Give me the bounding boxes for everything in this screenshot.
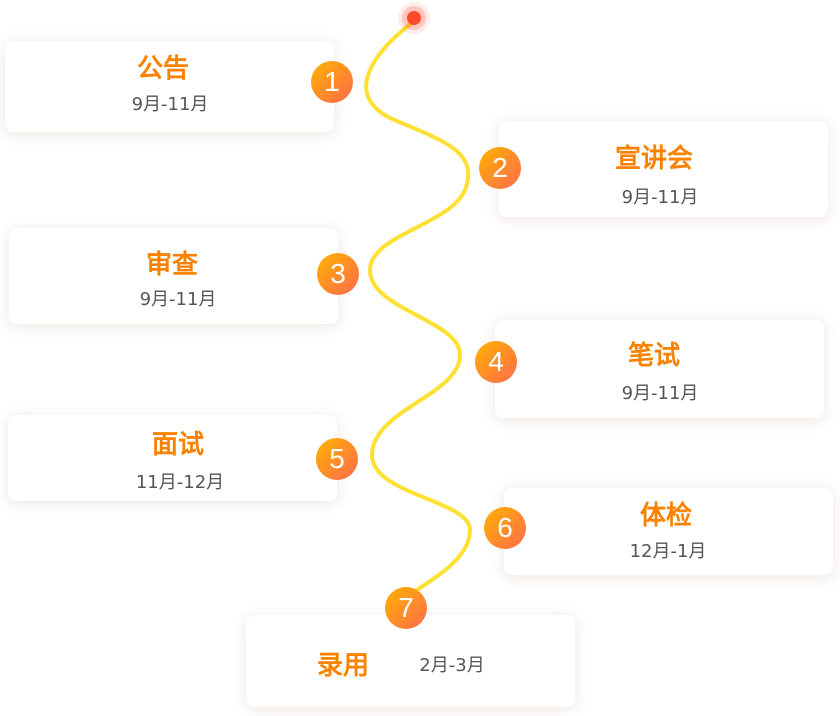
step-title: 笔试 (627, 341, 681, 371)
step-title: 体检 (639, 501, 693, 531)
step-number-badge: 1 (311, 61, 353, 103)
step-card-5 (8, 415, 337, 501)
step-date: 9月-11月 (621, 383, 699, 404)
start-marker-icon (407, 11, 421, 25)
step-card-7 (246, 615, 575, 707)
step-number-badge: 3 (317, 253, 359, 295)
step-date: 12月-1月 (629, 541, 707, 562)
step-card-6 (504, 488, 833, 575)
step-card-2 (499, 121, 828, 217)
step-number-badge: 6 (484, 507, 526, 549)
step-date: 9月-11月 (621, 187, 699, 208)
step-title: 宣讲会 (614, 144, 694, 174)
step-card-3 (9, 228, 338, 324)
step-number-badge: 4 (475, 341, 517, 383)
step-title: 公告 (136, 54, 190, 84)
step-title: 面试 (151, 430, 205, 460)
step-number-badge: 7 (385, 587, 427, 629)
step-number-badge: 5 (316, 438, 358, 480)
step-date: 11月-12月 (135, 472, 225, 493)
step-number-badge: 2 (479, 147, 521, 189)
step-date: 9月-11月 (139, 289, 217, 310)
step-title: 录用 (316, 651, 370, 681)
step-date: 9月-11月 (131, 94, 209, 115)
step-date: 2月-3月 (419, 655, 485, 676)
step-title: 审查 (145, 250, 199, 280)
step-card-4 (495, 320, 824, 418)
step-card-1 (5, 41, 334, 132)
